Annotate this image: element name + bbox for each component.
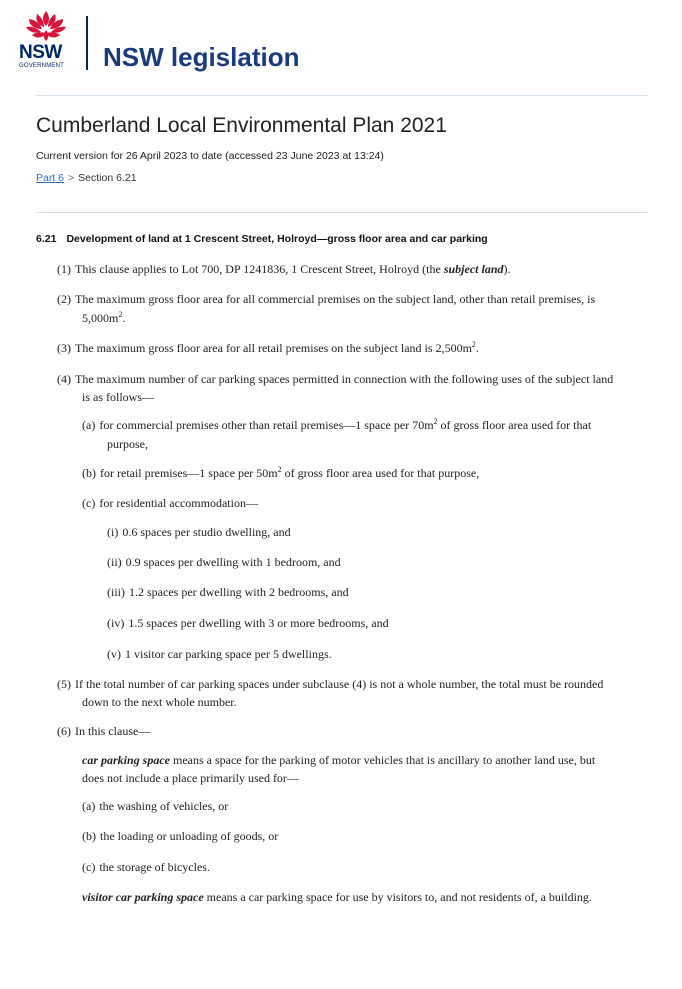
- clause-5: (5)If the total number of car parking sp…: [57, 677, 604, 691]
- clause-4-cont: is as follows—: [82, 390, 154, 404]
- clause-4a-cont: purpose,: [107, 437, 148, 451]
- breadcrumb-part-link[interactable]: Part 6: [36, 172, 65, 184]
- clause-1: (1)This clause applies to Lot 700, DP 12…: [57, 262, 511, 276]
- definition-car-parking-space-cont: does not include a place primarily used …: [82, 771, 299, 785]
- logo-government-text: GOVERNMENT: [19, 63, 65, 69]
- section-heading: 6.21 Development of land at 1 Crescent St…: [36, 233, 488, 245]
- clause-2: (2)The maximum gross floor area for all …: [57, 292, 596, 306]
- content-divider: [36, 212, 648, 213]
- clause-4c-iii: (iii)1.2 spaces per dwelling with 2 bedr…: [107, 585, 349, 599]
- header-divider: [36, 95, 648, 96]
- clause-4c: (c)for residential accommodation—: [82, 496, 258, 510]
- section-number: 6.21: [36, 233, 57, 245]
- clause-6a: (a)the washing of vehicles, or: [82, 799, 229, 813]
- defined-term: car parking space: [82, 753, 170, 767]
- definition-visitor-car-parking-space: visitor car parking space means a car pa…: [82, 890, 592, 904]
- defined-term: visitor car parking space: [82, 890, 204, 904]
- defined-term: subject land: [443, 262, 504, 276]
- clause-4c-v: (v)1 visitor car parking space per 5 dwe…: [107, 647, 332, 661]
- clause-3: (3)The maximum gross floor area for all …: [57, 340, 479, 356]
- clause-4c-iv: (iv)1.5 spaces per dwelling with 3 or mo…: [107, 616, 389, 630]
- logo-divider: [86, 16, 88, 70]
- breadcrumb-separator: >: [68, 172, 75, 184]
- clause-4c-ii: (ii)0.9 spaces per dwelling with 1 bedro…: [107, 555, 341, 569]
- breadcrumb-current: Section 6.21: [78, 172, 137, 184]
- clause-2-cont: 5,000m2.: [82, 310, 126, 326]
- clause-6b: (b)the loading or unloading of goods, or: [82, 829, 279, 843]
- version-info: Current version for 26 April 2023 to dat…: [36, 150, 384, 162]
- definition-car-parking-space: car parking space means a space for the …: [82, 753, 596, 767]
- site-title[interactable]: NSW legislation: [103, 42, 300, 72]
- clause-6: (6)In this clause—: [57, 724, 151, 738]
- nsw-government-logo[interactable]: NSW GOVERNMENT: [18, 10, 76, 74]
- waratah-icon: [26, 11, 66, 41]
- clause-4a: (a)for commercial premises other than re…: [82, 417, 592, 433]
- breadcrumb: Part 6>Section 6.21: [36, 172, 137, 184]
- clause-4b: (b)for retail premises—1 space per 50m2 …: [82, 465, 480, 481]
- logo-nsw-text: NSW: [19, 42, 62, 63]
- clause-4c-i: (i)0.6 spaces per studio dwelling, and: [107, 525, 291, 539]
- page-title: Cumberland Local Environmental Plan 2021: [36, 114, 447, 137]
- clause-5-cont: down to the next whole number.: [82, 695, 237, 709]
- section-heading-text: Development of land at 1 Crescent Street…: [66, 233, 488, 245]
- clause-6c: (c)the storage of bicycles.: [82, 860, 210, 874]
- site-header: NSW GOVERNMENT NSW legislation: [18, 10, 658, 74]
- clause-4: (4)The maximum number of car parking spa…: [57, 372, 614, 386]
